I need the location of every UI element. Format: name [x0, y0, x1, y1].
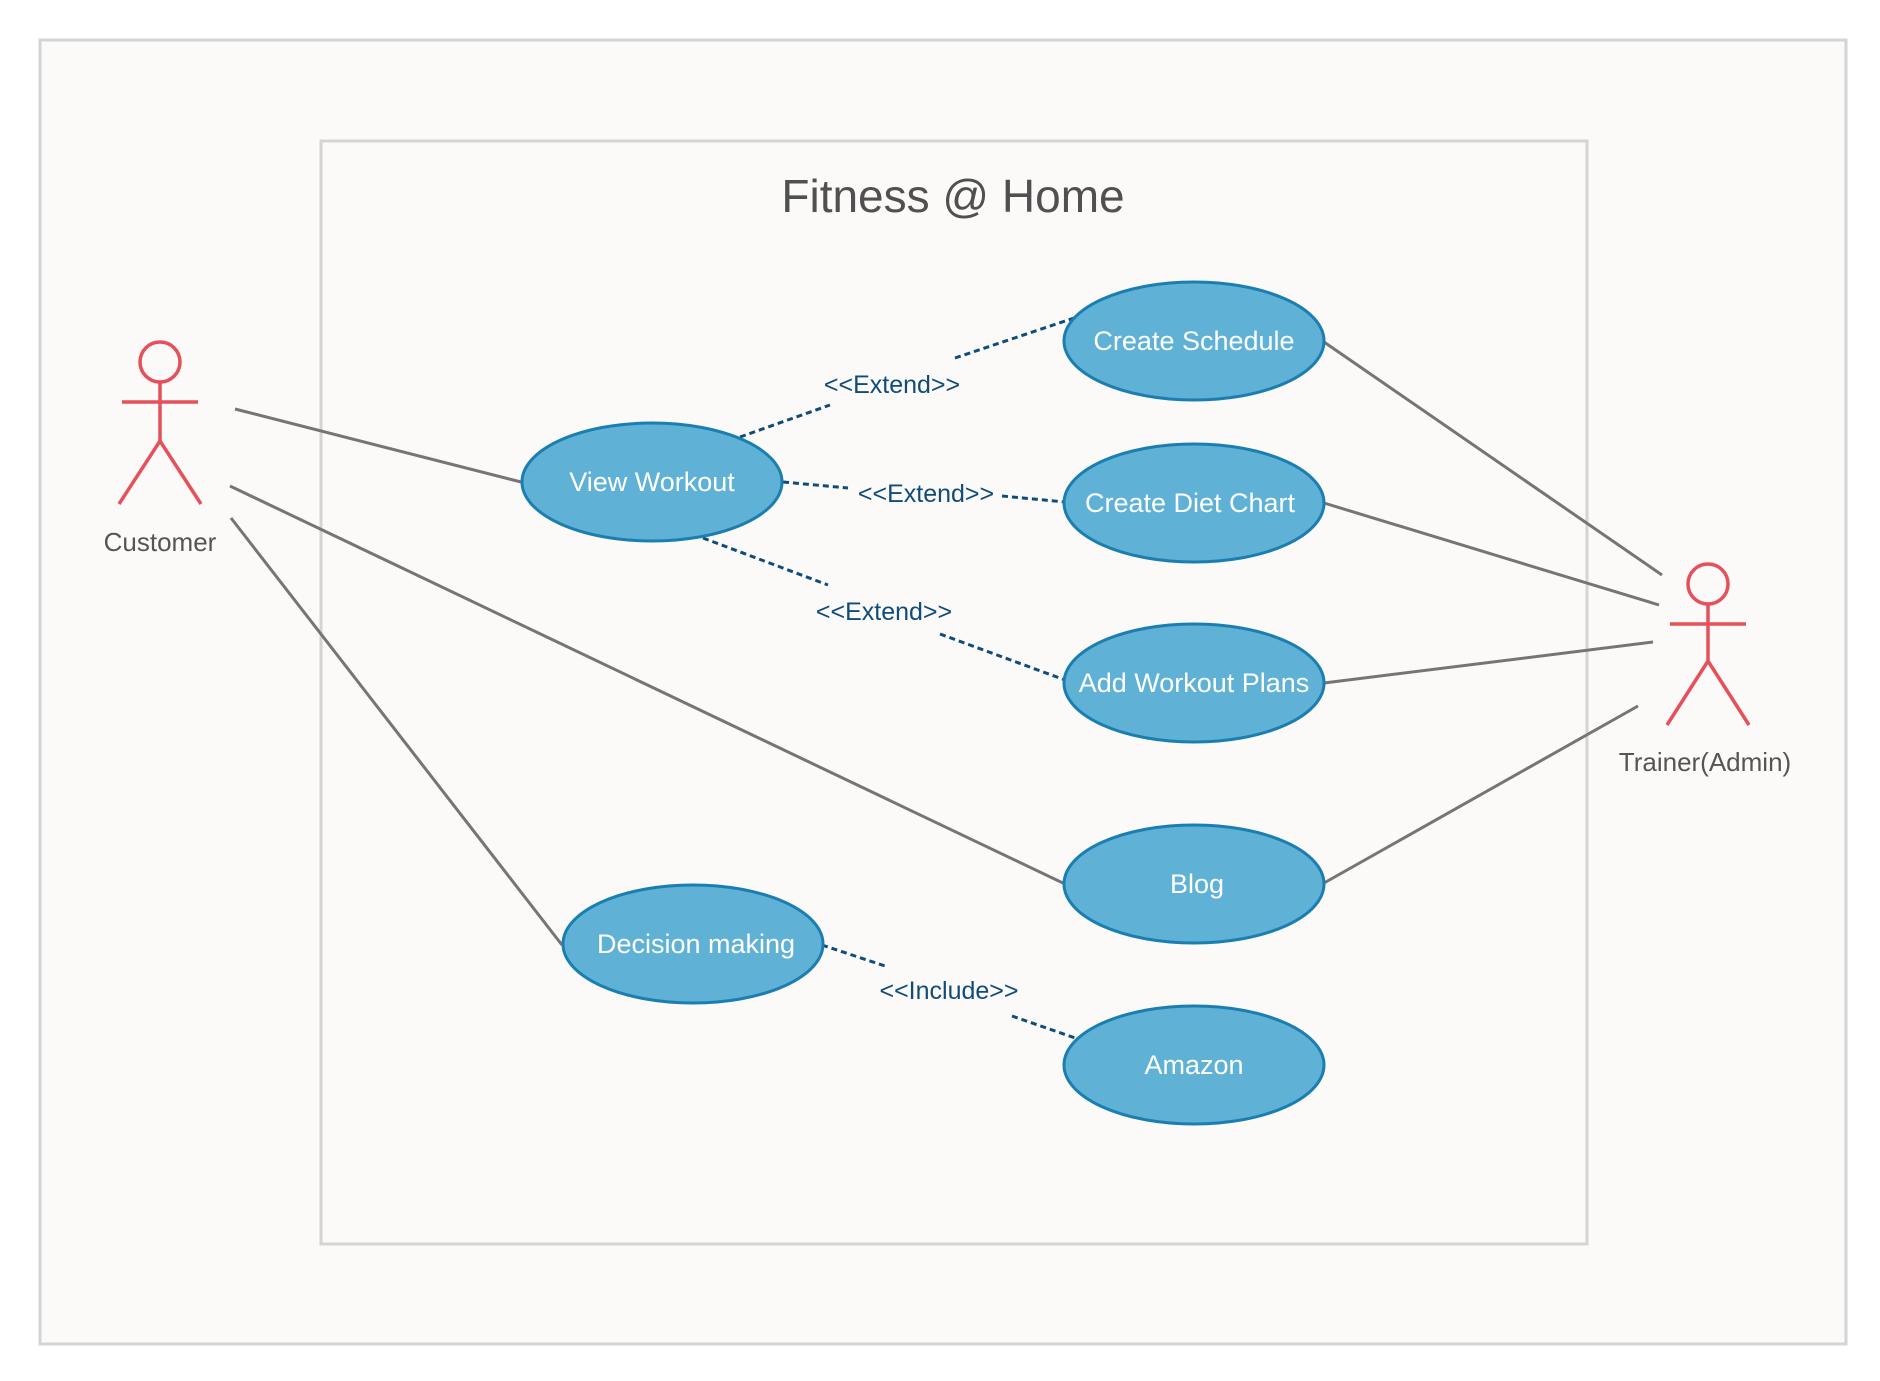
use-case-label: Amazon	[1144, 1050, 1243, 1080]
include-line-amazon-a	[821, 943, 889, 969]
association-trainer-blog	[1323, 704, 1639, 885]
extend-line-schedule-b	[954, 314, 1081, 360]
include-label-amazon: <<Include>>	[879, 977, 1018, 1005]
use-case-create-schedule[interactable]: Create Schedule	[1062, 280, 1326, 402]
use-case-label: Decision making	[597, 929, 795, 959]
extend-label-schedule: <<Extend>>	[824, 371, 960, 399]
use-case-ellipse	[1062, 622, 1326, 744]
actor-trainer[interactable]	[1665, 562, 1751, 726]
association-customer-blog	[229, 484, 1066, 886]
extend-line-diet-b	[1001, 494, 1066, 504]
use-case-view-workout[interactable]: View Workout	[520, 421, 784, 543]
extend-label-plans: <<Extend>>	[816, 598, 952, 626]
actor-right-leg	[158, 440, 203, 505]
association-trainer-create-schedule	[1323, 340, 1663, 577]
use-case-ellipse	[561, 883, 825, 1005]
extend-line-schedule-a	[739, 403, 831, 439]
use-case-create-diet-chart[interactable]: Create Diet Chart	[1062, 442, 1326, 564]
actor-left-leg	[117, 440, 162, 505]
extend-line-plans-a	[702, 536, 829, 587]
use-case-blog[interactable]: Blog	[1062, 823, 1326, 945]
actor-label-trainer: Trainer(Admin)	[1619, 747, 1791, 777]
use-case-ellipse	[1062, 442, 1326, 564]
use-case-add-workout-plans[interactable]: Add Workout Plans	[1062, 622, 1326, 744]
actor-left-leg	[1665, 660, 1710, 726]
extend-line-plans-b	[939, 632, 1066, 682]
system-title: Fitness @ Home	[781, 170, 1124, 222]
use-case-ellipse	[1062, 1004, 1326, 1126]
actor-label-customer: Customer	[104, 527, 217, 557]
actor-customer[interactable]	[117, 340, 203, 505]
association-customer-view-workout	[234, 407, 522, 484]
use-case-amazon[interactable]: Amazon	[1062, 1004, 1326, 1126]
extend-line-diet-a	[782, 480, 849, 490]
use-case-label: Add Workout Plans	[1079, 668, 1310, 698]
association-trainer-create-diet-chart	[1323, 501, 1660, 607]
association-customer-decision-making	[229, 517, 564, 946]
association-trainer-add-workout-plans	[1323, 640, 1654, 685]
use-case-decision-making[interactable]: Decision making	[561, 883, 825, 1005]
use-case-label: Blog	[1170, 869, 1224, 899]
use-case-ellipse	[1062, 823, 1326, 945]
use-case-ellipse	[520, 421, 784, 543]
use-case-label: Create Schedule	[1093, 326, 1294, 356]
dependencies	[702, 314, 1081, 1041]
system-boundary	[319, 139, 1589, 1246]
extend-label-diet: <<Extend>>	[858, 480, 994, 508]
include-line-amazon-b	[1011, 1014, 1079, 1041]
use-case-label: Create Diet Chart	[1085, 488, 1296, 518]
associations	[229, 340, 1663, 946]
use-case-label: View Workout	[569, 467, 735, 497]
use-case-ellipse	[1062, 280, 1326, 402]
actor-right-leg	[1706, 660, 1751, 726]
